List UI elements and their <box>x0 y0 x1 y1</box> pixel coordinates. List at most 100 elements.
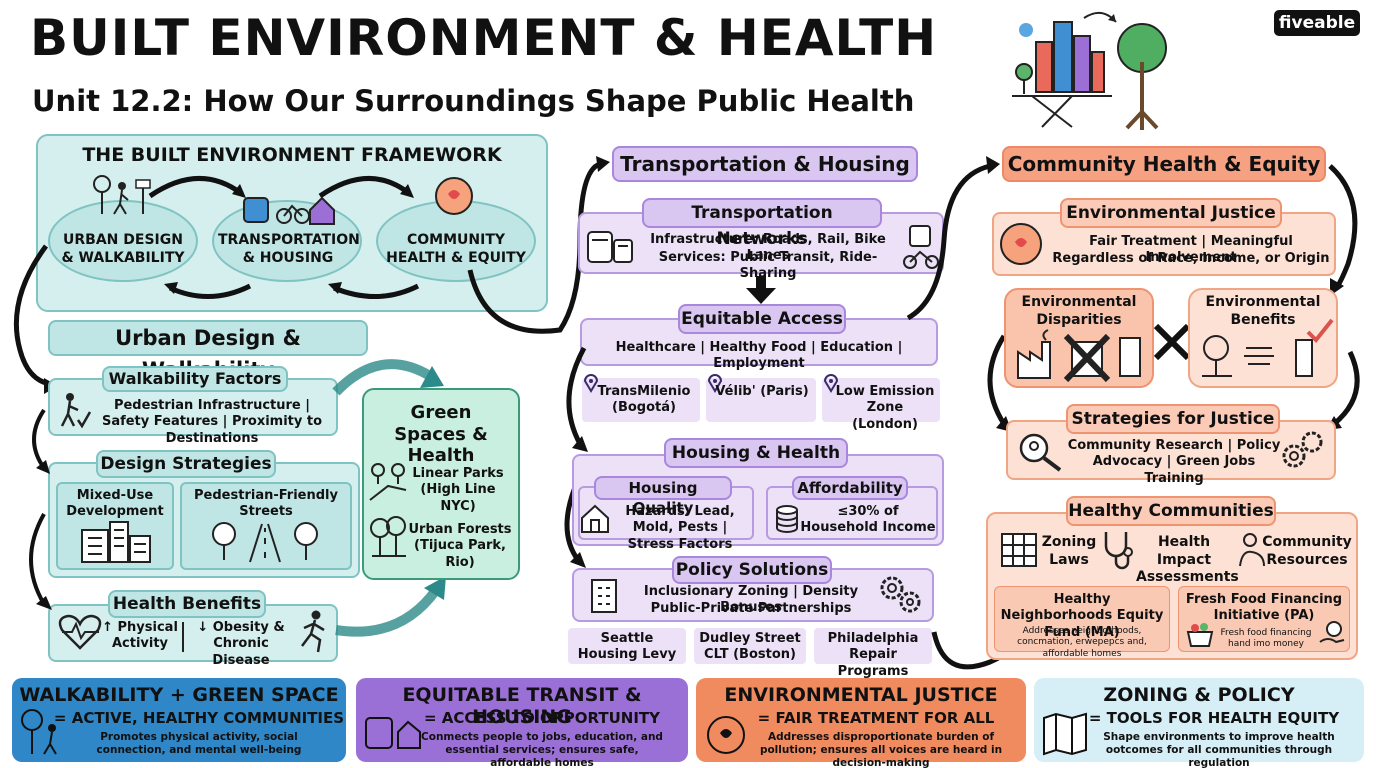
tree-lined-street-icon <box>212 522 318 563</box>
equity-fund-card <box>994 586 1170 652</box>
gears-icon <box>880 576 921 613</box>
walkability-factors-title: Walkability Factors <box>102 366 288 392</box>
summary-transit-subheading: = ACCESS TO OPPORTUNITY <box>423 709 661 727</box>
produce-basket-icon <box>1186 623 1214 647</box>
framework-node-urban-label: URBAN DESIGN & WALKABILITY <box>61 232 185 266</box>
fiveable-logo[interactable]: fiveable <box>1274 10 1360 36</box>
pedestrian-icon <box>60 393 92 429</box>
bus-icon <box>587 231 633 263</box>
summary-justice-heading: ENVIRONMENTAL JUSTICE <box>724 684 998 706</box>
policy-example-philadelphia-label: Philadelphia Repair Programs <box>827 631 919 679</box>
env-benefits-label: Environmental Benefits <box>1205 294 1321 328</box>
heart-pulse-icon <box>58 614 102 650</box>
policy-example-seattle <box>568 628 686 664</box>
runner-icon <box>301 610 325 653</box>
benefit-physical-activity: ↑ Physical Activity <box>102 620 178 652</box>
framework-node-transport-label: TRANSPORTATION & HOUSING <box>218 232 360 266</box>
example-velib-label: Vélib' (Paris) <box>715 384 809 399</box>
summary-justice-subheading: = FAIR TREATMENT FOR ALL <box>757 709 995 727</box>
page-title: BUILT ENVIRONMENT & HEALTH <box>30 9 938 67</box>
zoning-laws-label: Zoning Laws <box>1041 534 1097 568</box>
buildings-icon <box>81 521 151 563</box>
house-icon <box>581 504 609 533</box>
summary-zoning: ZONING & POLICY = TOOLS FOR HEALTH EQUIT… <box>1034 678 1364 768</box>
train-bike-icon <box>903 225 939 269</box>
green-spaces-panel <box>362 388 520 580</box>
transport-networks-line1: Infrastructure: Roads, Rail, Bike Lanes <box>650 232 886 264</box>
design-strategies-title: Design Strategies <box>96 450 276 478</box>
city-tree-illustration-icon <box>1012 11 1167 130</box>
example-transmilenio <box>582 378 700 422</box>
benefit-obesity: ↓ Obesity & Chronic Disease <box>197 620 285 668</box>
joined-hands-icon <box>707 716 745 754</box>
policy-example-dudley <box>694 628 806 664</box>
factory-pollution-icon <box>1017 329 1141 383</box>
framework-node-community-label: COMMUNITY HEALTH & EQUITY <box>386 232 526 266</box>
tree-walker-icon <box>21 709 57 755</box>
housing-quality-title: Housing Quality <box>594 476 732 517</box>
summary-zoning-text: Shape environments to improve health oot… <box>1103 731 1335 768</box>
building-icon <box>591 579 617 613</box>
strategies-justice-title: Strategies for Justice <box>1066 404 1280 434</box>
env-justice-line2: Regardless of Race, Income, or Origin <box>1052 251 1330 266</box>
benefits-divider <box>182 622 184 652</box>
cross-mark-icon <box>1153 323 1191 361</box>
summary-transit-heading: EQUITABLE TRANSIT & HOUSING <box>402 684 642 728</box>
coins-icon <box>776 505 798 533</box>
summary-zoning-subheading: = TOOLS FOR HEALTH EQUITY <box>1088 709 1340 727</box>
env-disparities-label: Environmental Disparities <box>1021 294 1137 328</box>
walkability-factors-text: Pedestrian Infrastructure | Safety Featu… <box>101 398 323 446</box>
nature-benefits-icon <box>1202 318 1334 377</box>
summary-justice: ENVIRONMENTAL JUSTICE = FAIR TREATMENT F… <box>696 678 1026 768</box>
green-item-urban-forests: Urban Forests (Tijuca Park, Rio) <box>408 522 512 570</box>
joined-hands-icon <box>1000 223 1042 265</box>
healthy-communities-title: Healthy Communities <box>1066 496 1276 526</box>
green-item-linear-parks: Linear Parks (High Line NYC) <box>412 466 504 514</box>
linear-park-icon <box>369 463 407 501</box>
stethoscope-icon <box>1104 532 1133 570</box>
affordability-text: ≤30% of Household Income <box>800 504 936 536</box>
example-lez-label: Low Emission Zone (London) <box>835 384 935 432</box>
urban-forest-icon <box>370 516 406 557</box>
money-hand-icon <box>1319 621 1345 644</box>
community-resources-label: Community Resources <box>1262 534 1352 568</box>
mixed-use-label: Mixed-Use Development <box>66 488 164 520</box>
policy-example-seattle-label: Seattle Housing Levy <box>577 631 677 663</box>
housing-quality-text: Hazards: Lead, Mold, Pests | Stress Fact… <box>625 504 735 552</box>
summary-zoning-heading: ZONING & POLICY <box>1103 684 1295 706</box>
framework-title: THE BUILT ENVIRONMENT FRAMEWORK <box>82 144 502 166</box>
zoning-grid-icon <box>1001 533 1037 567</box>
green-spaces-title: Green Spaces & Health <box>394 402 488 467</box>
affordability-title: Affordability <box>792 476 908 500</box>
page-subtitle: Unit 12.2: How Our Surroundings Shape Pu… <box>32 84 915 118</box>
strategies-justice-text: Community Research | Policy Advocacy | G… <box>1067 438 1281 486</box>
transport-networks-title: Transportation Networks <box>642 198 882 249</box>
env-justice-line1: Fair Treatment | Meaningful Involvement <box>1089 234 1293 266</box>
policy-solutions-line2: Public-Private Partnerships <box>650 601 852 616</box>
equitable-access-text: Healthcare | Healthy Food | Education | … <box>615 340 903 372</box>
example-transmilenio-label: TransMilenio (Bogotá) <box>597 384 691 416</box>
summary-walkability-text: Promotes physical activity, social conne… <box>96 731 302 757</box>
health-benefits-title: Health Benefits <box>108 590 266 618</box>
community-hands-icon <box>435 177 473 215</box>
equity-fund-text: Addresses neighborhoods, concmation, erw… <box>1017 626 1147 659</box>
bus-bike-house-icon <box>243 196 335 225</box>
gears-icon <box>1282 431 1323 468</box>
housing-health-title: Housing & Health <box>664 438 848 468</box>
hia-label: Health Impact Assessments <box>1136 534 1239 585</box>
map-pin-icon <box>583 374 599 393</box>
transport-networks-line2: Services: Public Transit, Ride-Sharing <box>658 250 878 282</box>
bus-house-icon <box>365 717 421 749</box>
transport-section-header: Transportation & Housing <box>612 146 918 182</box>
community-hands-icon <box>1239 533 1265 567</box>
example-lez <box>822 378 940 422</box>
map-pin-icon <box>823 374 839 393</box>
food-financing-title: Fresh Food Financing Initiative (PA) <box>1185 592 1343 624</box>
example-velib <box>706 378 816 422</box>
framework-node-urban[interactable] <box>48 200 198 282</box>
policy-solutions-title: Policy Solutions <box>672 556 832 584</box>
pedestrian-streets-label: Pedestrian-Friendly Streets <box>194 488 338 520</box>
summary-walkability-heading: WALKABILITY + GREEN SPACE <box>19 684 339 706</box>
